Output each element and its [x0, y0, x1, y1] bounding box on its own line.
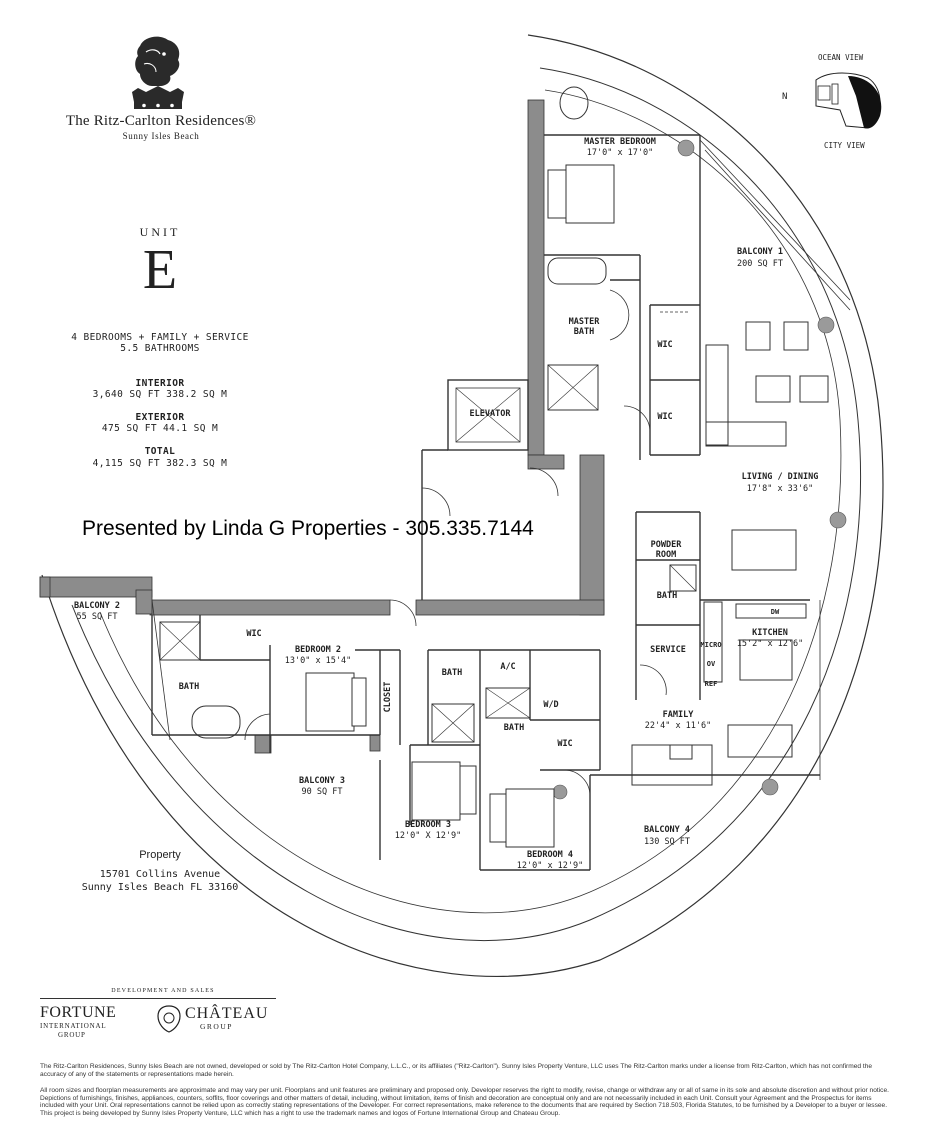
development-divider	[40, 998, 276, 999]
balcony-4-area: 130 SQ FT	[643, 837, 691, 847]
master-bath-label-2: BATH	[573, 327, 595, 337]
wic-bedroom-4-label: WIC	[557, 739, 573, 749]
microwave-label: MICRO	[700, 641, 722, 649]
property-title: Property	[139, 849, 181, 861]
total-value: 4,115 SQ FT 382.3 SQ M	[92, 458, 228, 469]
bedroom-4-label: BEDROOM 4	[526, 850, 574, 860]
oven-label: OV	[706, 660, 716, 668]
disclaimer-floorplan: All room sizes and floorplan measurement…	[40, 1087, 889, 1117]
fortune-sub-1: INTERNATIONAL	[40, 1022, 107, 1030]
washer-dryer-label: W/D	[543, 700, 559, 710]
unit-bedrooms: 4 BEDROOMS + FAMILY + SERVICE	[71, 332, 249, 343]
chateau-logo-text: CHÂTEAU	[185, 1005, 269, 1022]
key-plan-city-view: CITY VIEW	[824, 141, 865, 150]
balcony-4-label: BALCONY 4	[643, 825, 691, 835]
wic-bedroom-2-label: WIC	[246, 629, 262, 639]
family-label: FAMILY	[662, 710, 694, 720]
living-dining-dims: 17'8" x 33'6"	[746, 484, 814, 494]
balcony-1-label: BALCONY 1	[736, 247, 784, 257]
balcony-3-area: 90 SQ FT	[301, 787, 343, 797]
bedroom-2-dims: 13'0" x 15'4"	[284, 656, 352, 666]
powder-room-label-2: ROOM	[655, 550, 677, 560]
dishwasher-label: DW	[770, 608, 780, 616]
property-address-line-1: 15701 Collins Avenue	[99, 869, 221, 880]
north-indicator: N	[782, 92, 788, 102]
exterior-value: 475 SQ FT 44.1 SQ M	[101, 423, 219, 434]
bedroom-3-label: BEDROOM 3	[404, 820, 452, 830]
master-bath-label-1: MASTER	[568, 317, 600, 327]
chateau-sub: GROUP	[200, 1022, 233, 1031]
disclaimer-licensing: The Ritz-Carlton Residences, Sunny Isles…	[40, 1063, 873, 1078]
kitchen-label: KITCHEN	[752, 628, 788, 638]
bedroom-4-bath-label: BATH	[503, 723, 525, 733]
interior-label: INTERIOR	[135, 378, 185, 389]
bedroom-3-dims: 12'0" X 12'9"	[394, 831, 462, 841]
ritz-lion-crown-logo	[132, 36, 184, 109]
unit-label: UNIT	[139, 225, 181, 239]
master-bedroom-dims: 17'0" x 17'0"	[586, 148, 654, 158]
development-sales-label: DEVELOPMENT AND SALES	[111, 988, 215, 994]
kitchen-dims: 15'2" x 12'6"	[736, 639, 804, 649]
ac-label: A/C	[500, 662, 516, 672]
presenter-overlay-text: Presented by Linda G Properties - 305.33…	[82, 517, 534, 540]
chateau-crest-icon	[157, 1005, 181, 1033]
powder-room-label-1: POWDER	[650, 540, 682, 550]
property-address-line-2: Sunny Isles Beach FL 33160	[81, 882, 239, 893]
unit-letter: E	[142, 239, 178, 301]
brand-name: The Ritz-Carlton Residences®	[65, 113, 257, 129]
unit-bathrooms: 5.5 BATHROOMS	[120, 343, 200, 354]
balcony-3-label: BALCONY 3	[298, 776, 346, 786]
wic-master-1-label: WIC	[657, 340, 673, 350]
balcony-1-area: 200 SQ FT	[736, 259, 784, 269]
bedroom-2-bath-label: BATH	[178, 682, 200, 692]
service-bath-label: BATH	[656, 591, 678, 601]
interior-value: 3,640 SQ FT 338.2 SQ M	[92, 389, 228, 400]
balcony-2-area: 55 SQ FT	[76, 612, 118, 622]
bedroom-3-bath-label: BATH	[441, 668, 463, 678]
balcony-2-label: BALCONY 2	[73, 601, 121, 611]
key-plan-diagram	[815, 72, 882, 129]
elevator-label: ELEVATOR	[469, 409, 511, 419]
bedroom-4-dims: 12'0" x 12'9"	[516, 861, 584, 871]
wic-master-2-label: WIC	[657, 412, 673, 422]
master-bedroom-label: MASTER BEDROOM	[584, 137, 656, 147]
brand-location: Sunny Isles Beach	[122, 131, 200, 141]
refrigerator-label: REF	[704, 680, 718, 688]
total-label: TOTAL	[144, 446, 176, 457]
key-plan-ocean-view: OCEAN VIEW	[818, 53, 864, 62]
exterior-label: EXTERIOR	[135, 412, 185, 423]
service-label: SERVICE	[650, 645, 686, 655]
closet-label: CLOSET	[383, 681, 393, 713]
living-dining-label: LIVING / DINING	[741, 472, 819, 482]
family-dims: 22'4" x 11'6"	[644, 721, 712, 731]
fortune-sub-2: GROUP	[58, 1031, 86, 1039]
fortune-logo-text: FORTUNE	[40, 1004, 117, 1021]
bedroom-2-label: BEDROOM 2	[294, 645, 342, 655]
